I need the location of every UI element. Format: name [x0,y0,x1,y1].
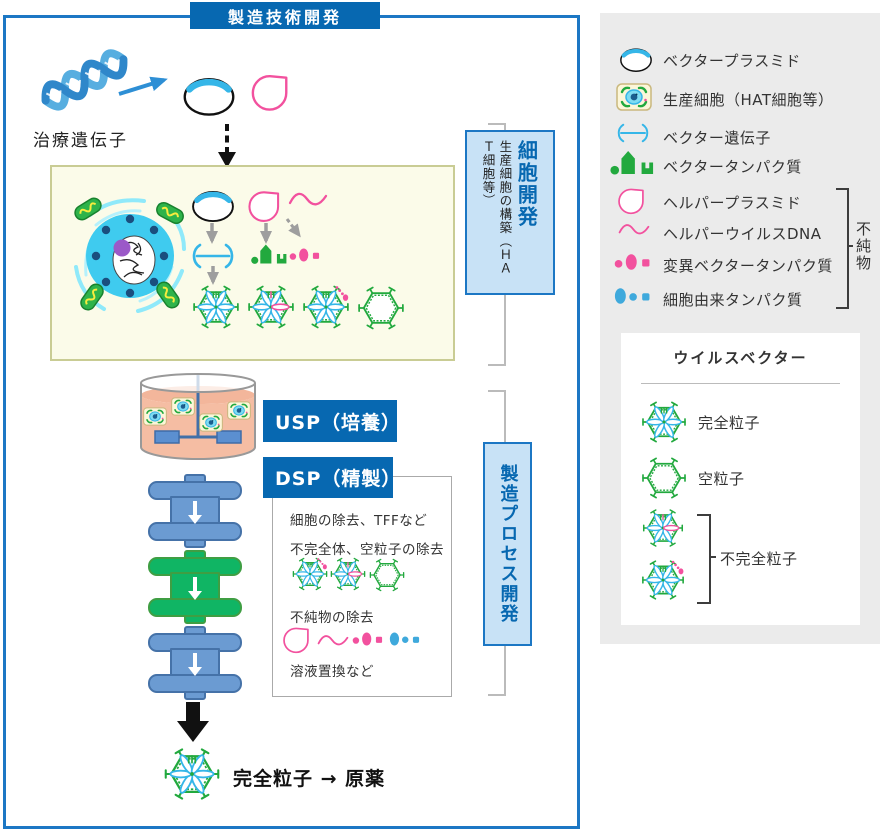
cell-dev-subtitle: 生産細胞の構築（ＨＡＴ細胞等） [480,140,513,275]
virus-box-title: ウイルスベクター [673,349,808,367]
page-title: 製造技術開発 [190,2,380,29]
virus-incomplete-rod-icon [329,555,367,593]
mutant-vector-protein-icon [352,629,386,649]
vector-plasmid-icon [181,72,237,118]
bioreactor-icon [140,373,256,460]
virus-incomplete-label: 不完全粒子 [720,550,798,568]
arrow-down-icon [206,223,218,244]
dsp-step-2: 不完全体、空粒子の除去 [290,542,444,558]
virus-full-icon [162,744,222,804]
arrow-down-icon [207,266,219,285]
dsp-step-4: 溶液置換など [290,664,374,680]
virus-incomplete-tail-icon [301,282,351,332]
filter-unit-icon [145,626,245,700]
virus-incomplete-tail-icon [640,556,686,604]
legend-label: 細胞由来タンパク質 [663,291,803,309]
virus-empty-icon [356,283,406,333]
helper-plasmid-icon [249,70,293,112]
cell-dev-title: 細胞開発 [514,140,539,228]
cell-derived-protein-icon [389,629,423,649]
arrow-down-dashed-icon [218,124,236,168]
vector-plasmid-icon [618,45,654,73]
legend-label: ベクタータンパク質 [663,158,802,176]
virus-box-divider [641,383,840,384]
helper-plasmid-icon [281,624,313,654]
filter-unit-icon [145,474,245,548]
usp-label-text: USP（培養） [275,411,402,434]
process-dev-label-box: 製造プロセス開発 [483,442,532,646]
mutant-vector-protein-icon [289,245,323,265]
mutant-vector-protein-icon [614,250,654,274]
dna-icon [41,49,128,111]
legend-label: ベクター遺伝子 [663,129,771,147]
impurities-bracket-tick [847,245,853,247]
production-cell-icon [616,83,652,111]
helper-plasmid-icon [246,187,284,223]
vector-gene-icon [615,123,651,143]
virus-empty-icon [368,556,406,594]
vector-protein-icon [250,242,288,266]
filter-unit-icon [145,550,245,624]
virus-full-label: 完全粒子 [698,414,761,432]
dsp-detail-box [272,476,452,697]
virus-full-icon [640,397,688,447]
vector-plasmid-icon [190,186,236,224]
page-title-text: 製造技術開発 [227,7,342,27]
helper-virus-dna-icon [288,189,328,211]
dsp-step-3: 不純物の除去 [290,610,374,626]
legend-label: ヘルパーウイルスDNA [663,225,822,243]
arrow-right-icon [118,76,168,96]
impurities-bracket [836,188,849,309]
virus-empty-icon [640,453,688,503]
incomplete-bracket-tick [709,556,716,558]
legend-label: ヘルパープラスミド [663,194,802,212]
legend-label: 生産細胞（HAT細胞等） [663,91,834,109]
production-cell-illustration [71,194,187,314]
cell-dev-label-box: 細胞開発 生産細胞の構築（ＨＡＴ細胞等） [465,130,555,295]
virus-full-icon [191,282,241,332]
dsp-label-text: DSP（精製） [275,468,402,490]
process-dev-title: 製造プロセス開発 [497,464,519,624]
impurities-label: 不純物 [854,221,872,272]
helper-virus-dna-icon [317,632,349,650]
vector-protein-icon [609,148,655,177]
dsp-step-1: 細胞の除去、TFFなど [290,513,428,529]
cell-derived-protein-icon [614,284,654,308]
virus-incomplete-rod-icon [246,282,296,332]
helper-plasmid-icon [617,185,647,215]
legend-label: ベクタープラスミド [663,52,801,70]
arrow-diagonal-dashed-icon [285,218,301,238]
virus-incomplete-rod-icon [640,506,686,550]
usp-label: USP（培養） [263,400,402,442]
gene-label: 治療遺伝子 [33,131,128,151]
final-label: 完全粒子 → 原薬 [233,768,386,790]
helper-virus-dna-icon [618,221,650,239]
virus-incomplete-tail-icon [291,555,329,593]
arrow-down-bold-icon [177,702,209,742]
virus-empty-label: 空粒子 [698,470,745,488]
incomplete-bracket [697,514,711,604]
arrow-down-icon [260,223,272,244]
legend-label: 変異ベクタータンパク質 [663,257,833,275]
dsp-label: DSP（精製） [263,457,402,498]
